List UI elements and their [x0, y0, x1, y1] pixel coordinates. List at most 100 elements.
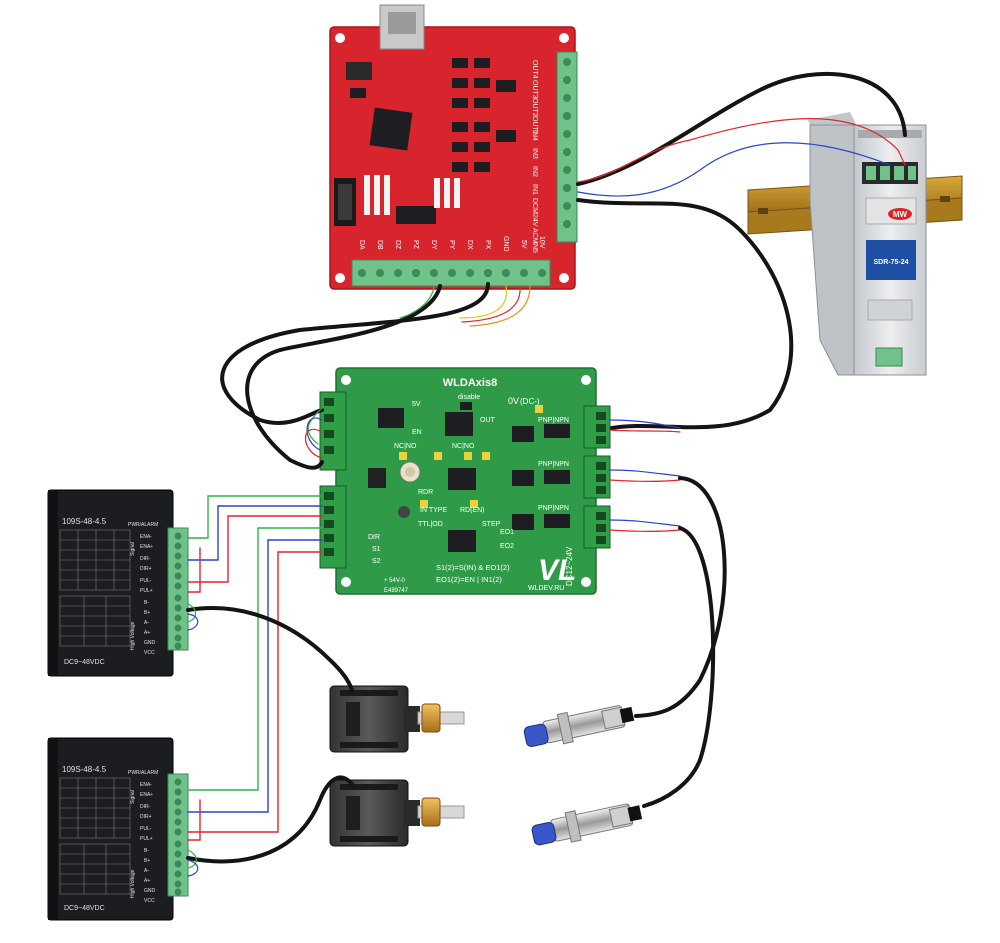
driver1-pin-ena-minus: ENA- — [140, 534, 152, 540]
driver1-group-signal: Signal — [130, 542, 136, 556]
pin-px: PX — [484, 240, 491, 250]
pin-db: DB — [376, 240, 383, 250]
driver2-model: 109S-48-4.5 — [62, 765, 107, 774]
driver1-pin-pul-plus: PUL+ — [140, 588, 153, 594]
driver1-pin-vcc: VCC — [144, 650, 155, 656]
din-rail-power-supply-icon: MW SDR-75-24 — [747, 112, 963, 376]
wldaxis-left-terminals[interactable] — [319, 391, 347, 569]
driver2-pin-pul-minus: PUL- — [140, 826, 152, 832]
label-nc-no-1: NC|NO — [394, 443, 417, 450]
label-out3: OUT3 — [531, 80, 538, 99]
driver2-pin-dir-minus: DIR- — [140, 804, 151, 810]
pin-dz: DZ — [394, 240, 401, 250]
label-out: OUT — [480, 417, 496, 424]
pin-5v: 5V — [520, 240, 527, 249]
label-nc-no-2: NC|NO — [452, 443, 475, 450]
driver1-pin-b-plus: B+ — [144, 610, 150, 616]
driver1-pin-pul-minus: PUL- — [140, 578, 152, 584]
pin-dy: DY — [430, 240, 437, 250]
label-out2: OUT2 — [531, 98, 538, 117]
driver2-pin-b-plus: B+ — [144, 858, 150, 864]
label-pnp-npn-1: PNP|NPN — [538, 417, 569, 424]
wires — [186, 71, 907, 877]
driver2-pin-b-minus: B- — [144, 848, 149, 854]
label-ttl-od: TTL|OD — [418, 521, 443, 528]
driver1-pin-a-minus: A- — [144, 620, 149, 626]
label-in1: IN1 — [531, 184, 538, 195]
driver1-pin-a-plus: A+ — [144, 630, 150, 636]
driver2-pin-gnd: GND — [144, 888, 156, 894]
label-in4: IN4 — [531, 130, 538, 141]
label-0v: 0V — [508, 396, 519, 406]
stepper-driver-2: 109S-48-4.5 PWR/ALARM DC9~48VDC ENA- ENA… — [47, 737, 189, 921]
driver2-pin-pul-plus: PUL+ — [140, 836, 153, 842]
driver1-alarm: PWR/ALARM — [128, 522, 158, 528]
inductive-proximity-sensor-icon — [531, 803, 643, 846]
label-disable: disable — [458, 394, 480, 401]
driver2-group-signal: Signal — [130, 790, 136, 804]
label-in2: IN2 — [531, 166, 538, 177]
wldaxis-right-terminals[interactable] — [583, 405, 611, 549]
label-acm: ACM — [531, 228, 538, 244]
label-dcm: DCM — [531, 198, 538, 214]
driver1-model: 109S-48-4.5 — [62, 517, 107, 526]
controller-board: OUT4 OUT3 OUT2 OUT1 IN4 IN3 IN2 IN1 DCM … — [329, 4, 578, 290]
driver2-pin-a-plus: A+ — [144, 878, 150, 884]
stepper-motor-icon — [329, 779, 465, 847]
driver2-supply: DC9~48VDC — [64, 905, 105, 912]
label-en: EN — [412, 429, 422, 436]
label-54v: + 54V-0 — [384, 578, 406, 584]
inductive-proximity-sensor-icon — [523, 705, 635, 747]
label-eo1: EO1 — [500, 529, 514, 536]
pin-da: DA — [358, 240, 365, 250]
label-in3: IN3 — [531, 148, 538, 159]
label-step: STEP — [482, 521, 501, 528]
driver1-pin-dir-plus: DIR+ — [140, 566, 152, 572]
label-out1: OUT1 — [531, 116, 538, 135]
pin-pz: PZ — [412, 240, 419, 250]
driver2-alarm: PWR/ALARM — [128, 770, 158, 776]
board-title: WLDAxis8 — [443, 377, 497, 389]
stepper-driver-1: 109S-48-4.5 PWR/ALARM DC9~48VDC ENA- ENA… — [47, 489, 189, 677]
pin-gnd: GND — [502, 236, 509, 252]
label-cert: E489747 — [384, 588, 409, 594]
mcu-chip — [369, 107, 413, 151]
wldaxis8-board: WLDAxis8 — [319, 367, 611, 595]
label-out4: OUT4 — [531, 60, 538, 79]
driver1-group-power: High Voltage — [130, 621, 136, 650]
driver2-pin-vcc: VCC — [144, 898, 155, 904]
stepper-motor-icon — [329, 685, 465, 753]
driver1-pin-ena-plus: ENA+ — [140, 544, 153, 550]
label-dc-range: DC12~24V — [565, 546, 574, 586]
psu-brand: MW — [893, 210, 908, 219]
psu-model: SDR-75-24 — [873, 259, 908, 266]
label-dir: DIR — [368, 534, 380, 541]
driver1-pin-gnd: GND — [144, 640, 156, 646]
label-eo2: EO2 — [500, 543, 514, 550]
driver2-pin-dir-plus: DIR+ — [140, 814, 152, 820]
label-formula-2: EO1(2)=EN | IN1(2) — [436, 575, 502, 584]
controller-right-terminal[interactable] — [556, 51, 578, 243]
driver2-pin-ena-plus: ENA+ — [140, 792, 153, 798]
driver2-pin-ena-minus: ENA- — [140, 782, 152, 788]
label-in-type: IN TYPE — [420, 507, 447, 514]
driver2-group-power: High Voltage — [130, 869, 136, 898]
label-pnp-npn-2: PNP|NPN — [538, 461, 569, 468]
driver2-pin-a-minus: A- — [144, 868, 149, 874]
label-5v: 5V — [412, 401, 421, 408]
label-in5: IN5 — [531, 242, 538, 253]
driver1-pin-b-minus: B- — [144, 600, 149, 606]
label-rdr: RDR — [418, 489, 433, 496]
driver1-supply: DC9~48VDC — [64, 659, 105, 666]
label-rd-en: RD(EN) — [460, 507, 485, 514]
pin-dx: DX — [466, 240, 473, 250]
pin-py: PY — [448, 240, 455, 250]
label-site: WLDEV.RU — [528, 585, 564, 592]
label-s1: S1 — [372, 546, 381, 553]
label-dc-minus: (DC-) — [520, 397, 540, 406]
label-pnp-npn-3: PNP|NPN — [538, 505, 569, 512]
pin-10v: 10V — [538, 236, 545, 249]
label-s2: S2 — [372, 558, 381, 565]
label-formula-1: S1(2)=S(IN) & EO1(2) — [436, 563, 510, 572]
